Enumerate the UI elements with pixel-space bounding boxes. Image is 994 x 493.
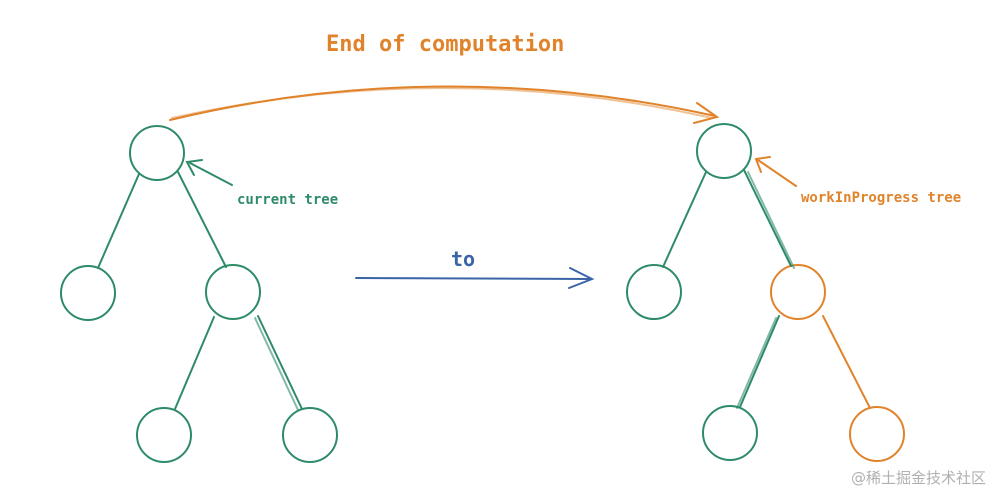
- wip-edge-right-left: [739, 315, 780, 408]
- transition-arrow: [355, 267, 595, 289]
- wip-left-node: [626, 264, 682, 320]
- current-edge-right-right: [257, 315, 303, 410]
- current-left-node: [60, 265, 116, 321]
- current-edge-root-right: [177, 171, 227, 268]
- current-tree: [60, 125, 338, 463]
- wip-root-node: [696, 123, 752, 179]
- current-right-node: [205, 264, 261, 320]
- current-tree-label: current tree: [237, 192, 338, 208]
- wip-edge-right-right: [822, 315, 871, 409]
- wip-tree-pointer-arrow: [754, 156, 797, 187]
- wip-right-left-node: [702, 405, 758, 461]
- transition-label: to: [451, 247, 475, 271]
- wip-edge-root-right-sketch: [747, 171, 795, 269]
- end-of-computation-arrow: [169, 85, 720, 124]
- end-of-computation-label: End of computation: [326, 32, 564, 57]
- current-edge-right-right-sketch: [254, 317, 299, 411]
- current-right-left-node: [136, 407, 192, 463]
- wip-edge-root-right: [743, 169, 792, 267]
- wip-edge-right-left-sketch: [736, 317, 777, 409]
- work-in-progress-label: workInProgress tree: [801, 190, 961, 206]
- current-tree-pointer-arrow: [185, 159, 233, 186]
- current-edge-root-left: [97, 173, 140, 269]
- work-in-progress-tree: [626, 123, 905, 462]
- current-root-node: [129, 125, 185, 181]
- wip-edge-root-left: [662, 171, 707, 268]
- wip-right-right-node: [849, 406, 905, 462]
- watermark: @稀土掘金技术社区: [851, 469, 986, 487]
- current-right-right-node: [282, 407, 338, 463]
- wip-right-node: [770, 264, 826, 320]
- current-edge-right-left: [174, 316, 215, 410]
